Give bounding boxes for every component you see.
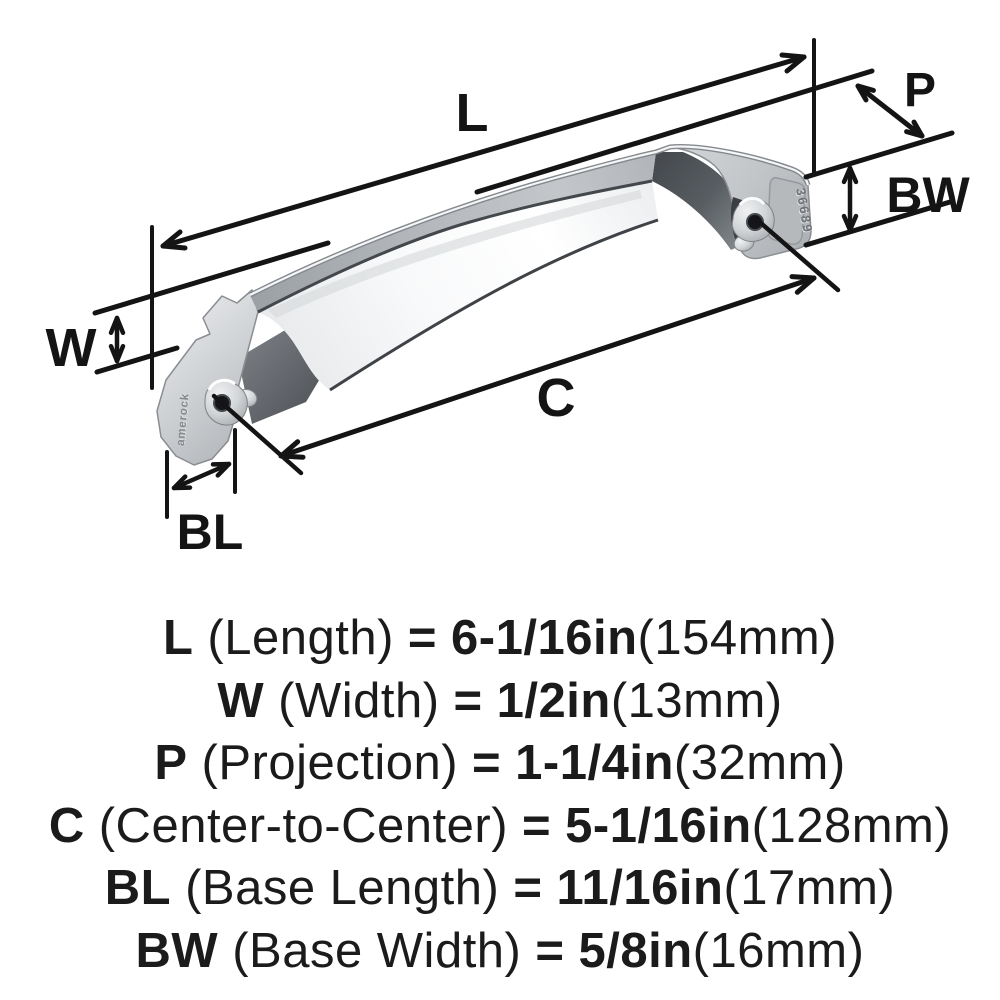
- spec-value: 6-1/16in: [451, 611, 638, 665]
- dim-arrow-P: [855, 83, 925, 139]
- spec-code: W: [217, 673, 265, 728]
- bar-top-bevel: [250, 152, 656, 312]
- spec-list: L(Length)=6-1/16in(154mm) W(Width)=1/2in…: [0, 607, 1000, 982]
- arrowhead: [108, 315, 126, 336]
- dim-arrow-BL: [171, 461, 232, 491]
- spec-equals: =: [513, 861, 543, 915]
- spec-metric: (154mm): [637, 611, 838, 665]
- spec-metric: (16mm): [692, 923, 865, 978]
- spec-line-base-length: BL(Base Length)=11/16in(17mm): [105, 857, 896, 920]
- spec-metric: (13mm): [610, 673, 783, 728]
- spec-equals: =: [407, 611, 438, 665]
- spec-name: (Base Length): [185, 861, 500, 915]
- spec-value: 5/8in: [578, 923, 693, 978]
- spec-value: 11/16in: [556, 861, 724, 915]
- arrowhead: [108, 343, 126, 364]
- spec-code: BL: [104, 861, 172, 915]
- spec-value: 5-1/16in: [565, 798, 752, 853]
- spec-equals: =: [522, 798, 552, 853]
- arrowhead: [171, 474, 193, 491]
- arrowhead: [841, 213, 859, 233]
- handle-dimension-diagram: 36689 36689: [46, 38, 970, 560]
- reference-line-right: [474, 68, 875, 195]
- leader-left-screw: [211, 393, 304, 476]
- dim-label-L: L: [456, 83, 489, 143]
- spec-metric: (128mm): [751, 798, 952, 853]
- spec-code: L: [162, 611, 194, 665]
- dim-label-BL: BL: [177, 504, 244, 560]
- bar-underside-right: [652, 152, 748, 250]
- bar-top-rim-highlight: [249, 145, 810, 296]
- bar-crease-line: [257, 179, 653, 314]
- bar-face-reflection: [268, 190, 642, 318]
- arrowhead: [160, 229, 188, 251]
- handle-illustration: 36689 36689: [156, 144, 816, 466]
- spec-line-projection: P(Projection)=1-1/4in(32mm): [154, 732, 845, 795]
- spec-code: C: [48, 798, 85, 853]
- dim-label-C: C: [537, 368, 576, 428]
- arrowhead: [841, 165, 859, 185]
- spec-code: BW: [135, 923, 219, 978]
- spec-name: (Projection): [201, 736, 459, 790]
- brand-stamp: amerock: [175, 392, 192, 446]
- brand-stamp-emboss: amerock: [176, 392, 193, 446]
- bar-bottom-edge: [329, 218, 659, 392]
- reference-line-bw-upper: [803, 130, 955, 180]
- dim-line-L: [160, 54, 807, 249]
- dim-label-P: P: [904, 64, 936, 117]
- dimension-annotations: [92, 38, 955, 519]
- reference-line-w-lower: [94, 345, 180, 375]
- spec-name: (Length): [207, 611, 394, 665]
- spec-equals: =: [453, 673, 483, 728]
- reference-line-bw-lower: [803, 199, 953, 248]
- spec-name: (Width): [278, 673, 440, 728]
- spec-value: 1-1/4in: [515, 736, 674, 790]
- spec-name: (Center-to-Center): [98, 798, 509, 853]
- left-hub-highlight: [207, 378, 236, 391]
- spec-name: (Base Width): [232, 923, 522, 978]
- dim-line-C: [278, 275, 817, 459]
- arrowhead: [904, 119, 925, 139]
- spec-metric: (17mm): [723, 861, 896, 915]
- dim-label-BW: BW: [886, 167, 970, 223]
- right-hub-highlight: [738, 197, 766, 206]
- reference-line-left: [92, 240, 331, 316]
- spec-line-length: L(Length)=6-1/16in(154mm): [163, 607, 837, 670]
- bar-front-face: [258, 181, 658, 390]
- spec-equals: =: [535, 923, 565, 978]
- dim-label-W: W: [46, 318, 97, 378]
- spec-value: 1/2in: [496, 673, 611, 728]
- arrowhead: [210, 461, 232, 478]
- spec-line-base-width: BW(Base Width)=5/8in(16mm): [136, 920, 865, 983]
- spec-code: P: [154, 736, 188, 790]
- spec-equals: =: [472, 736, 502, 790]
- arrowhead: [779, 52, 807, 74]
- right-foot-panel: [767, 177, 806, 245]
- arrowhead: [855, 83, 876, 103]
- spec-line-center-to-center: C(Center-to-Center)=5-1/16in(128mm): [49, 795, 951, 858]
- spec-line-width: W(Width)=1/2in(13mm): [217, 670, 782, 733]
- leader-right-screw: [752, 215, 841, 293]
- spec-metric: (32mm): [673, 736, 846, 790]
- arrowhead: [789, 274, 817, 295]
